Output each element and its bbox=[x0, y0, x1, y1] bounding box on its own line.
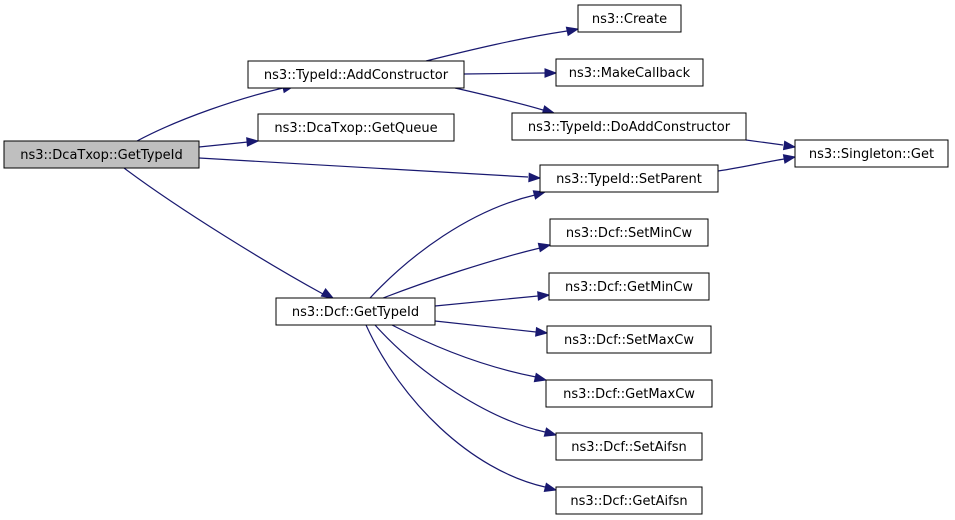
edge-line bbox=[136, 87, 284, 142]
arrowhead-icon bbox=[782, 154, 797, 164]
arrowhead-icon bbox=[528, 172, 542, 183]
edge-do-add-constructor-to-singleton-get bbox=[745, 139, 797, 151]
edge-dcf-get-type-id-to-set-parent bbox=[369, 190, 547, 299]
edge-dcf-get-type-id-to-set-aifsn bbox=[374, 324, 558, 437]
edge-line bbox=[365, 324, 546, 488]
node-layer: ns3::DcaTxop::GetTypeId ns3::TypeId::Add… bbox=[3, 4, 949, 515]
node-dcf-get-min-cw[interactable]: ns3::Dcf::GetMinCw bbox=[548, 272, 710, 301]
node-dcf-get-max-cw[interactable]: ns3::Dcf::GetMaxCw bbox=[545, 379, 713, 408]
node-label: ns3::Dcf::SetAifsn bbox=[571, 440, 687, 455]
node-dcf-set-min-cw[interactable]: ns3::Dcf::SetMinCw bbox=[549, 218, 709, 247]
node-singleton-get[interactable]: ns3::Singleton::Get bbox=[794, 139, 949, 168]
edge-line bbox=[463, 72, 546, 75]
node-label: ns3::TypeId::AddConstructor bbox=[264, 68, 449, 83]
edge-line bbox=[454, 87, 544, 111]
arrowhead-icon bbox=[565, 26, 580, 37]
edge-line bbox=[391, 324, 537, 378]
edge-dcf-get-type-id-to-set-max-cw bbox=[434, 320, 549, 337]
node-make-callback[interactable]: ns3::MakeCallback bbox=[555, 58, 704, 87]
edge-root-to-set-parent bbox=[198, 157, 542, 183]
edge-line bbox=[425, 30, 568, 62]
edge-add-constructor-to-do-add-constructor bbox=[454, 87, 556, 115]
edge-dcf-get-type-id-to-get-min-cw bbox=[434, 291, 551, 307]
edge-dcf-get-type-id-to-set-min-cw bbox=[382, 242, 552, 299]
edge-line bbox=[434, 295, 539, 307]
edge-line bbox=[123, 167, 324, 295]
node-dcf-set-aifsn[interactable]: ns3::Dcf::SetAifsn bbox=[555, 432, 703, 461]
node-label: ns3::Dcf::SetMinCw bbox=[566, 226, 693, 241]
edge-line bbox=[374, 324, 546, 433]
edge-set-parent-to-singleton-get bbox=[717, 154, 797, 172]
node-dcf-get-aifsn[interactable]: ns3::Dcf::GetAifsn bbox=[555, 486, 703, 515]
arrowhead-icon bbox=[246, 137, 260, 147]
edge-line bbox=[717, 158, 785, 172]
arrowhead-icon bbox=[537, 291, 551, 301]
arrowhead-icon bbox=[535, 326, 549, 337]
node-label: ns3::MakeCallback bbox=[569, 66, 691, 81]
edge-add-constructor-to-make-callback bbox=[463, 68, 558, 78]
node-dcf-get-type-id[interactable]: ns3::Dcf::GetTypeId bbox=[275, 297, 436, 326]
node-label: ns3::Dcf::GetTypeId bbox=[292, 305, 419, 320]
edge-dcf-get-type-id-to-get-aifsn bbox=[365, 324, 558, 492]
edge-line bbox=[198, 157, 529, 178]
arrowhead-icon bbox=[533, 372, 548, 383]
node-typeid-set-parent[interactable]: ns3::TypeId::SetParent bbox=[539, 164, 719, 193]
arrowhead-icon bbox=[543, 482, 558, 492]
node-label: ns3::Dcf::GetAifsn bbox=[570, 494, 687, 509]
arrowhead-icon bbox=[544, 68, 558, 78]
edge-line bbox=[382, 247, 541, 299]
node-label: ns3::DcaTxop::GetQueue bbox=[274, 121, 437, 136]
arrowhead-icon bbox=[782, 140, 797, 151]
node-dcf-set-max-cw[interactable]: ns3::Dcf::SetMaxCw bbox=[546, 325, 712, 354]
arrowhead-icon bbox=[537, 242, 552, 253]
edge-line bbox=[369, 194, 536, 299]
node-label: ns3::Dcf::GetMaxCw bbox=[563, 387, 695, 402]
node-label: ns3::Singleton::Get bbox=[809, 147, 934, 162]
edge-root-to-dcf-get-type-id bbox=[123, 167, 335, 299]
node-create[interactable]: ns3::Create bbox=[577, 4, 682, 33]
node-label: ns3::Create bbox=[592, 12, 667, 27]
edge-line bbox=[434, 320, 537, 333]
edge-line bbox=[745, 139, 784, 146]
arrowhead-icon bbox=[320, 287, 335, 299]
edge-layer bbox=[123, 26, 797, 492]
node-label: ns3::DcaTxop::GetTypeId bbox=[20, 148, 182, 163]
node-dcatxop-get-type-id[interactable]: ns3::DcaTxop::GetTypeId bbox=[3, 140, 200, 169]
edge-line bbox=[198, 141, 249, 148]
node-typeid-add-constructor[interactable]: ns3::TypeId::AddConstructor bbox=[247, 60, 465, 89]
node-label: ns3::TypeId::SetParent bbox=[556, 172, 702, 187]
node-typeid-do-add-constructor[interactable]: ns3::TypeId::DoAddConstructor bbox=[511, 112, 747, 141]
edge-dcf-get-type-id-to-get-max-cw bbox=[391, 324, 548, 383]
edge-add-constructor-to-create bbox=[425, 26, 580, 62]
arrowhead-icon bbox=[543, 427, 558, 437]
node-label: ns3::Dcf::SetMaxCw bbox=[564, 333, 694, 348]
node-label: ns3::Dcf::GetMinCw bbox=[565, 280, 693, 295]
arrowhead-icon bbox=[532, 190, 547, 200]
node-label: ns3::TypeId::DoAddConstructor bbox=[528, 120, 731, 135]
edge-root-to-get-queue bbox=[198, 137, 260, 148]
node-dcatxop-get-queue[interactable]: ns3::DcaTxop::GetQueue bbox=[257, 113, 455, 142]
